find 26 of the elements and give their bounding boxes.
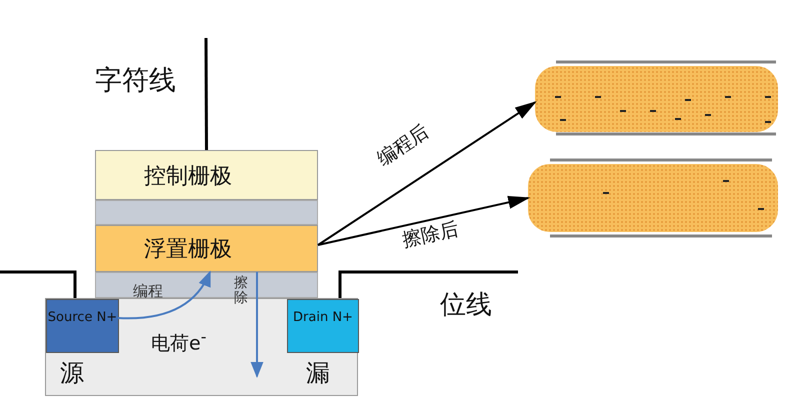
edge-label: 编程后 bbox=[372, 120, 434, 172]
region-label: 控制栅极 bbox=[144, 163, 232, 191]
floating-gate-layer bbox=[95, 225, 318, 272]
erase-arrow bbox=[250, 272, 264, 378]
arrow bbox=[317, 101, 537, 246]
edge-label: 编程 bbox=[133, 282, 163, 301]
region-label: 电荷e$^{-}$ bbox=[151, 327, 206, 356]
bit-line-wire bbox=[338, 270, 518, 298]
region-label: Drain N+ bbox=[292, 309, 354, 327]
region-label: 浮置栅极 bbox=[144, 236, 232, 264]
edge-label: 擦除后 bbox=[400, 217, 462, 254]
control-gate-layer bbox=[95, 150, 318, 200]
bit-line-wire bbox=[0, 270, 76, 298]
line-label: 字符线 bbox=[95, 64, 176, 98]
region-label: 源 bbox=[60, 358, 84, 389]
erased-gate-capsule bbox=[528, 164, 778, 232]
word-line-wire bbox=[204, 38, 208, 150]
line-label: 位线 bbox=[440, 289, 492, 322]
arrow bbox=[318, 196, 530, 246]
source-region bbox=[46, 299, 119, 353]
edge-label: 擦除 bbox=[234, 276, 248, 307]
region-label: 漏 bbox=[306, 358, 330, 389]
programming-arrow bbox=[118, 270, 211, 320]
drain-region bbox=[287, 299, 359, 353]
region-label: Source N+ bbox=[47, 309, 118, 327]
programmed-gate-capsule bbox=[535, 66, 778, 132]
